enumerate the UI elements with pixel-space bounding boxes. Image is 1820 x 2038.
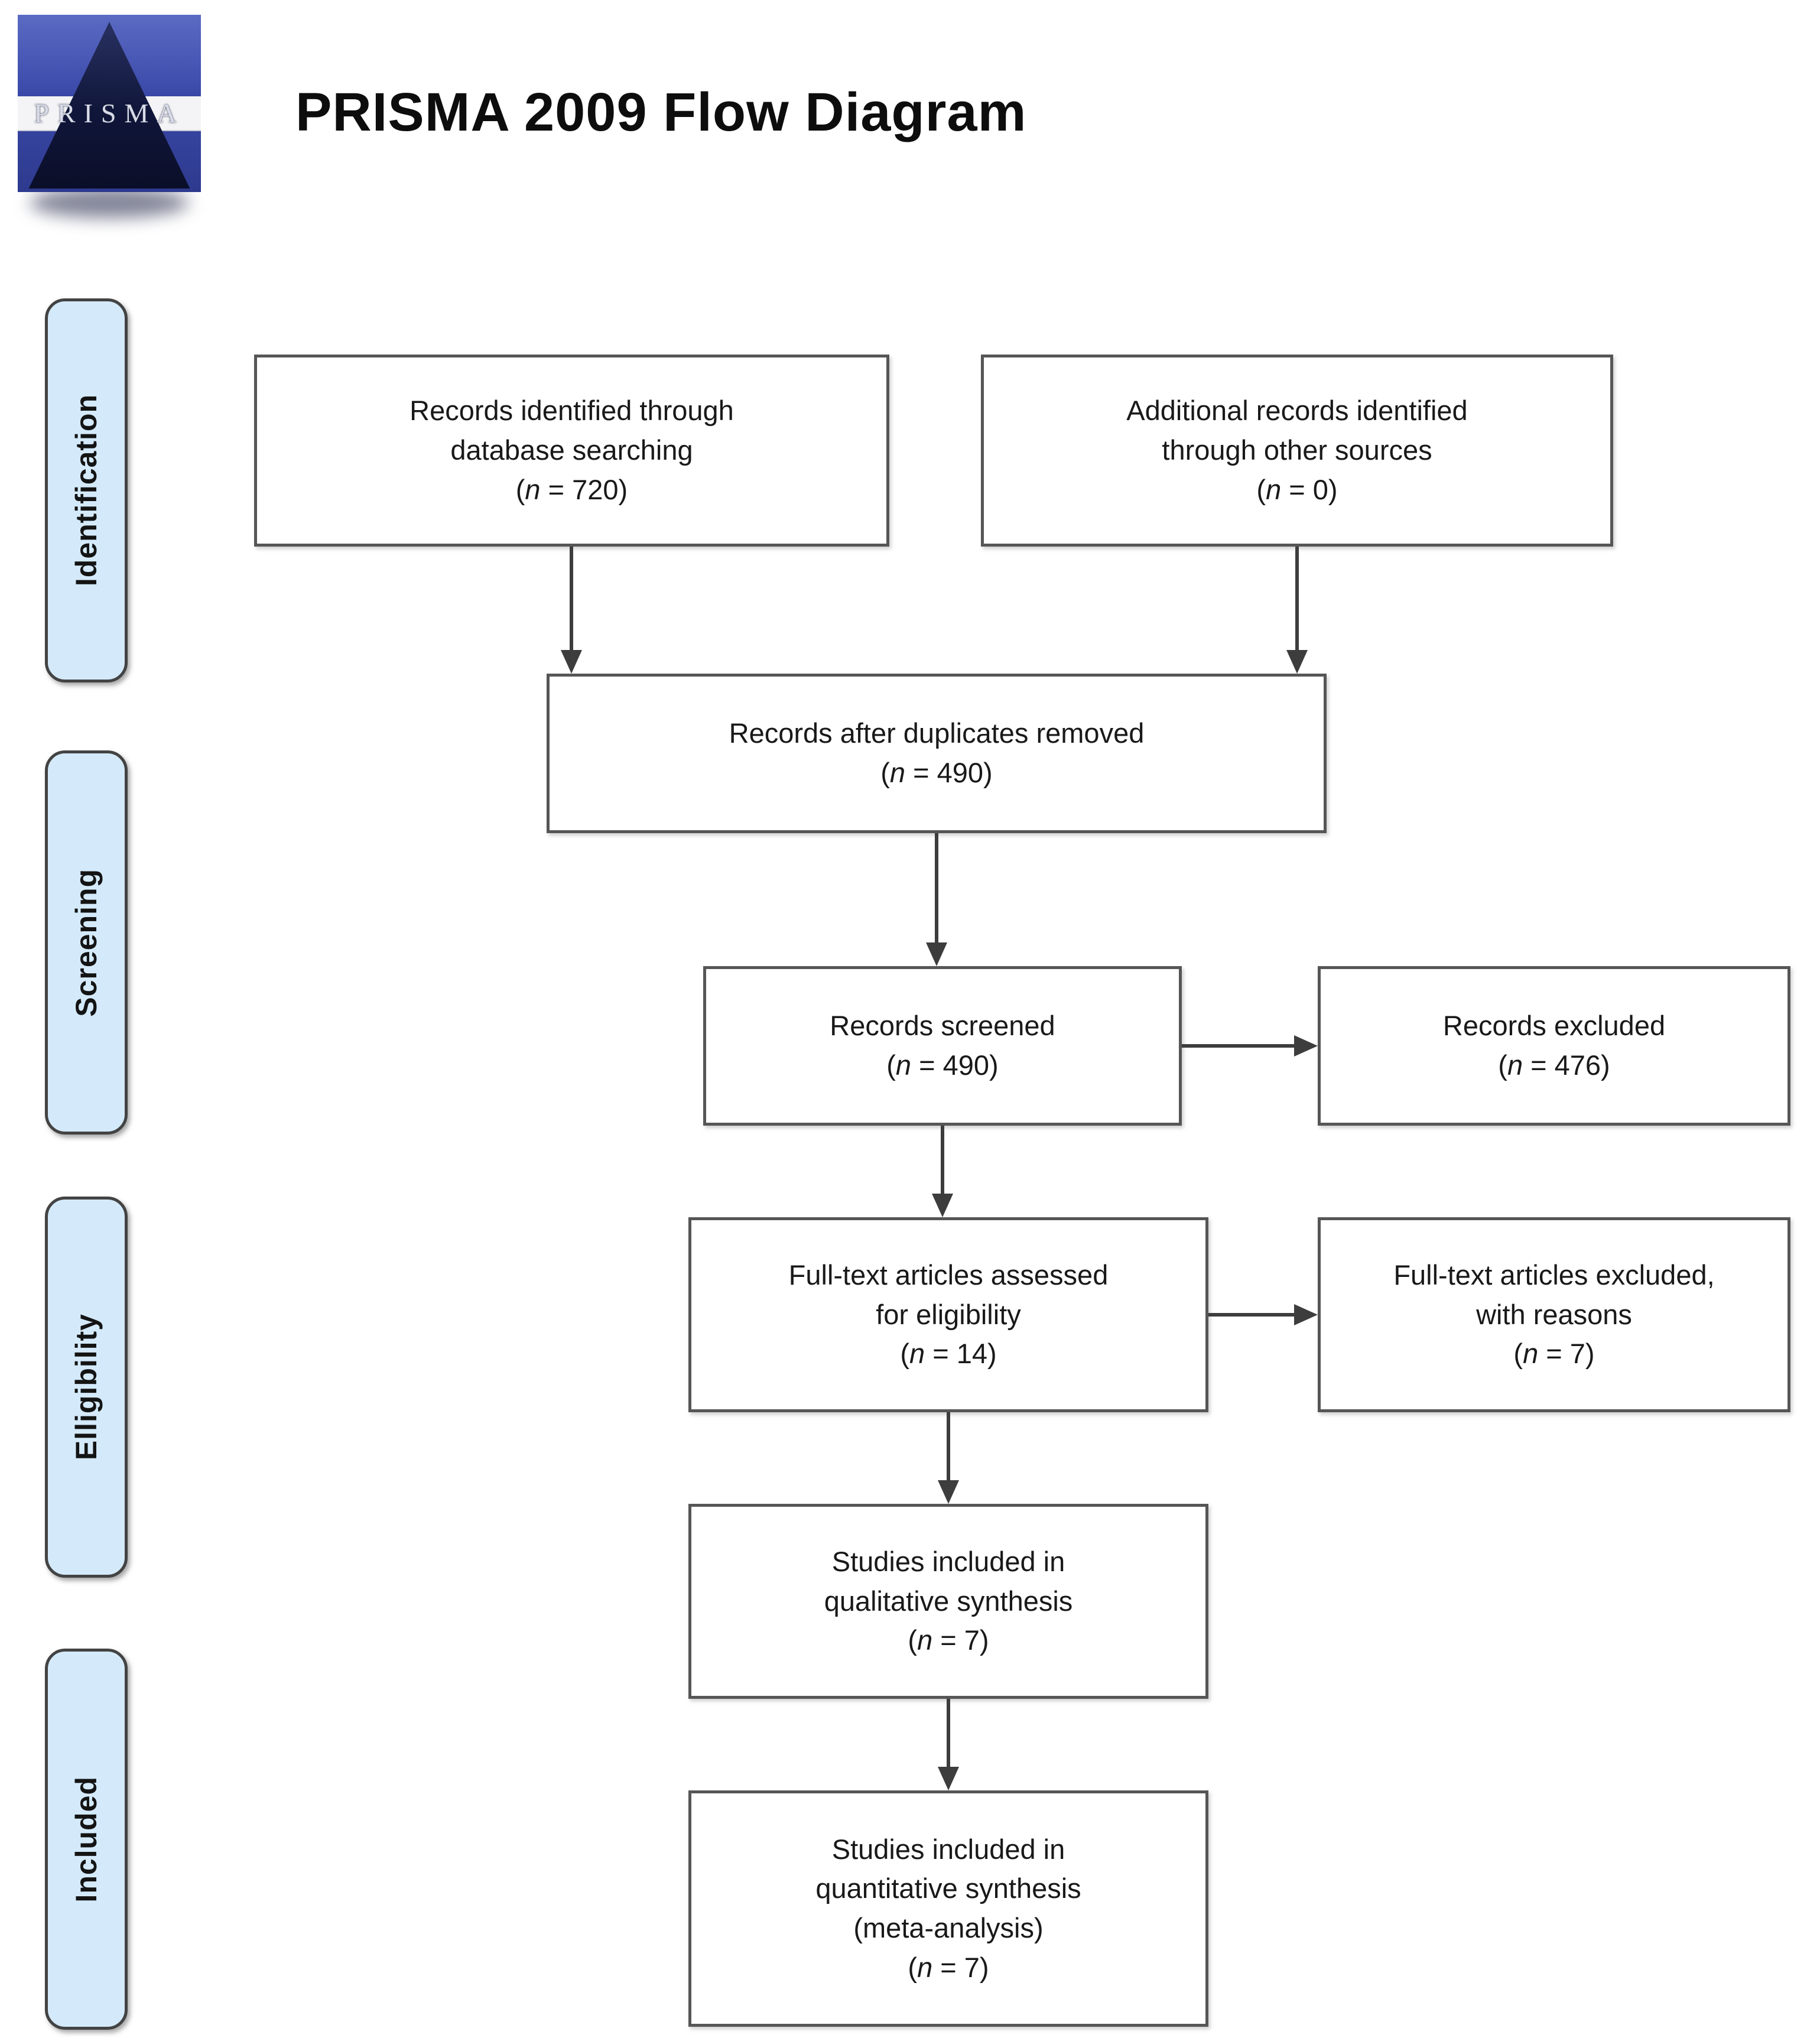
n-symbol: n — [525, 473, 541, 505]
flow-box-records-excluded: Records excluded (n = 476) — [1318, 966, 1790, 1126]
arrow-right-fulltext-to-excluded-line — [1208, 1313, 1294, 1317]
arrow-down-fulltext-to-qualitative-line — [947, 1412, 950, 1480]
arrow-down-identified-to-duplicates-head-icon — [561, 650, 582, 674]
stage-label-screening: Screening — [45, 750, 128, 1135]
box-text: Records identified through database searc… — [410, 391, 734, 509]
box-count-line: (n = 14) — [900, 1338, 997, 1370]
box-text-line: Records screened — [830, 1010, 1055, 1042]
flow-box-additional-records: Additional records identified through oth… — [981, 355, 1613, 547]
box-count-line: (n = 490) — [880, 757, 993, 788]
box-text: Records screened (n = 490) — [830, 1006, 1055, 1085]
box-text: Records excluded (n = 476) — [1443, 1006, 1665, 1085]
arrow-down-screened-to-fulltext-line — [941, 1126, 944, 1194]
box-text-line: Records excluded — [1442, 1010, 1666, 1042]
flow-box-quantitative-included: Studies included in quantitative synthesi… — [688, 1790, 1208, 2027]
box-text-line: Additional records identified — [1126, 395, 1468, 427]
box-text: Full-text articles assessed for eligibili… — [789, 1256, 1109, 1374]
logo-image: PRISMA — [18, 15, 201, 192]
box-text-line: Records after duplicates removed — [729, 717, 1145, 749]
stage-label-eligibility: Elligibility — [45, 1197, 128, 1578]
box-text: Studies included in quantitative synthesi… — [815, 1830, 1081, 1988]
n-symbol: n — [917, 1624, 933, 1656]
box-text-line: for eligibility — [876, 1298, 1021, 1330]
stage-label-identification: Identification — [45, 298, 128, 682]
flow-box-records-screened: Records screened (n = 490) — [703, 966, 1182, 1126]
box-count-line: (n = 7) — [908, 1951, 989, 1983]
n-symbol: n — [895, 1049, 912, 1081]
prisma-logo: PRISMA — [18, 15, 201, 227]
box-count-line: (n = 476) — [1498, 1049, 1610, 1081]
arrow-down-fulltext-to-qualitative-head-icon — [938, 1480, 959, 1504]
stage-label-text: Identification — [70, 394, 103, 587]
stage-label-text: Screening — [70, 868, 103, 1017]
box-count-line: (n = 490) — [886, 1049, 999, 1081]
box-text-line: Studies included in — [831, 1545, 1065, 1577]
box-text-line: qualitative synthesis — [824, 1585, 1073, 1617]
n-symbol: n — [917, 1951, 933, 1983]
flow-box-fulltext-assessed: Full-text articles assessed for eligibili… — [688, 1217, 1208, 1412]
box-text-line: Records identified through — [410, 395, 734, 427]
n-symbol: n — [909, 1338, 925, 1370]
box-count-line: (n = 7) — [908, 1624, 989, 1656]
flow-box-after-duplicates: Records after duplicates removed (n = 490… — [547, 674, 1327, 833]
stage-label-text: Included — [70, 1776, 103, 1903]
arrow-down-screened-to-fulltext-head-icon — [932, 1194, 953, 1217]
n-symbol: n — [889, 757, 906, 788]
logo-wordmark: PRISMA — [34, 98, 185, 128]
box-text-line: through other sources — [1162, 434, 1432, 466]
page-title: PRISMA 2009 Flow Diagram — [295, 82, 1027, 142]
arrow-down-additional-to-duplicates-line — [1295, 547, 1299, 650]
box-text: Additional records identified through oth… — [1126, 391, 1467, 509]
arrow-down-duplicates-to-screened-line — [935, 833, 938, 942]
n-symbol: n — [1523, 1338, 1539, 1370]
box-count-line: (n = 720) — [515, 473, 628, 505]
box-text-line: with reasons — [1476, 1298, 1632, 1330]
arrow-down-duplicates-to-screened-head-icon — [926, 942, 947, 966]
arrow-down-identified-to-duplicates-line — [570, 547, 573, 650]
box-text-line: Full-text articles excluded, — [1393, 1259, 1715, 1291]
box-text-line: database searching — [450, 434, 693, 466]
flow-box-records-identified: Records identified through database searc… — [254, 355, 889, 547]
box-text: Studies included in qualitative synthesis… — [824, 1542, 1073, 1660]
logo-shadow — [30, 187, 189, 218]
arrow-down-qualitative-to-quantitative-head-icon — [938, 1767, 959, 1790]
box-text-line: (meta-analysis) — [853, 1912, 1044, 1943]
arrow-down-qualitative-to-quantitative-line — [947, 1699, 950, 1767]
box-text-line: Full-text articles assessed — [788, 1259, 1109, 1291]
box-count-line: (n = 7) — [1513, 1338, 1595, 1370]
box-text-line: Studies included in — [831, 1833, 1065, 1865]
box-text: Records after duplicates removed (n = 490… — [729, 714, 1145, 792]
n-symbol: n — [1507, 1049, 1523, 1081]
flow-box-fulltext-excluded: Full-text articles excluded, with reasons… — [1318, 1217, 1790, 1412]
box-count-line: (n = 0) — [1256, 473, 1338, 505]
stage-label-text: Elligibility — [70, 1314, 103, 1461]
arrow-right-screened-to-excluded-head-icon — [1294, 1035, 1318, 1057]
flow-box-qualitative-included: Studies included in qualitative synthesis… — [688, 1504, 1208, 1699]
box-text-line: quantitative synthesis — [815, 1873, 1081, 1904]
arrow-down-additional-to-duplicates-head-icon — [1286, 650, 1308, 674]
arrow-right-screened-to-excluded-line — [1182, 1044, 1294, 1048]
stage-label-included: Included — [45, 1649, 128, 2030]
n-symbol: n — [1266, 473, 1282, 505]
box-text: Full-text articles excluded, with reasons… — [1393, 1256, 1714, 1374]
arrow-right-fulltext-to-excluded-head-icon — [1294, 1304, 1318, 1325]
